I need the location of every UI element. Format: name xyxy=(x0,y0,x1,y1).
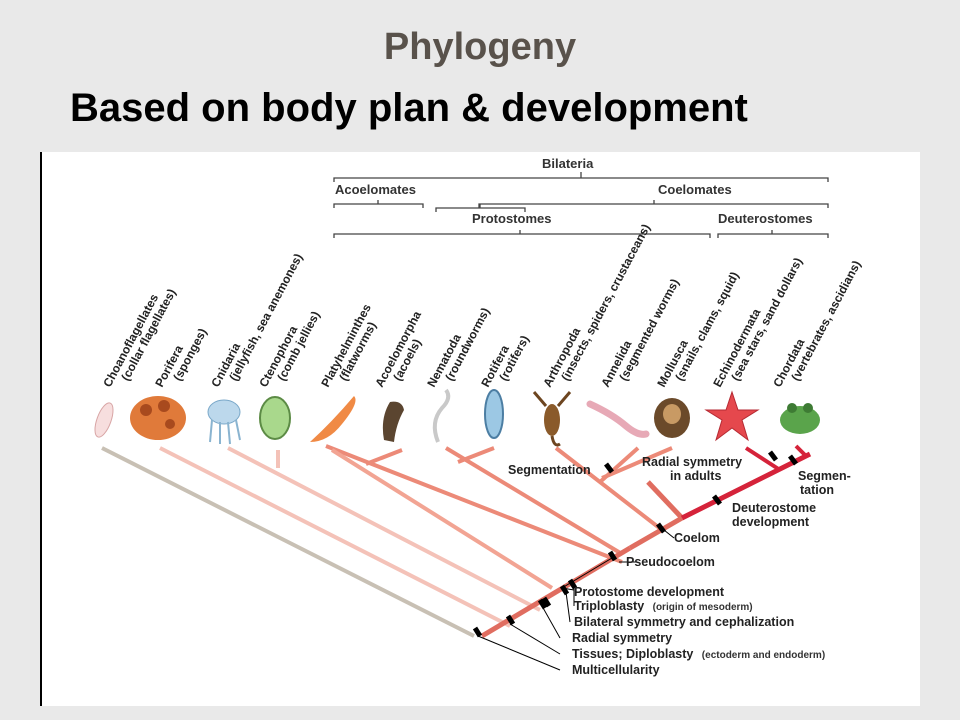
label-tissues: Tissues; Diploblasty (ectoderm and endod… xyxy=(572,645,825,662)
label-pseudocoelom: Pseudocoelom xyxy=(626,555,715,569)
label-deuterostome-2: development xyxy=(732,515,810,529)
sponge-icon xyxy=(130,396,186,440)
phylogeny-figure: Bilateria Acoelomates Coelomates Protost… xyxy=(40,152,920,706)
flatworm-icon xyxy=(310,396,356,442)
taxon-label: Porifera(sponges) xyxy=(152,320,209,396)
label-segmentation-protostome: Segmentation xyxy=(508,463,591,477)
label-acoelomates: Acoelomates xyxy=(335,182,416,197)
label-bilateral: Bilateral symmetry and cephalization xyxy=(574,615,794,629)
branch-cnidaria xyxy=(227,446,541,612)
slide-title: Phylogeny xyxy=(383,26,577,68)
label-radial-adults-2: in adults xyxy=(670,469,721,483)
branch-platyhelminthes xyxy=(325,444,623,564)
slide-subtitle: Based on body plan & development xyxy=(70,86,748,130)
acoel-icon xyxy=(382,401,404,442)
label-deuterostomes: Deuterostomes xyxy=(718,211,813,226)
branch-choanoflagellates xyxy=(101,446,475,638)
label-radial-adults-1: Radial symmetry xyxy=(642,455,742,469)
branch-deuterostomes xyxy=(680,451,812,521)
label-deuterostome-1: Deuterostome xyxy=(732,501,816,515)
sea-star-icon xyxy=(704,390,760,442)
comb-jelly-icon xyxy=(259,396,291,440)
label-protostome-development: Protostome development xyxy=(574,585,725,599)
branch-porifera xyxy=(159,446,511,628)
animal-icons xyxy=(94,388,820,447)
jellyfish-icon xyxy=(207,399,241,425)
label-bilateria: Bilateria xyxy=(542,156,594,171)
label-triploblasty: Triploblasty (origin of mesoderm) xyxy=(574,597,753,614)
roundworm-icon xyxy=(432,388,451,443)
branch-chordata xyxy=(794,444,808,458)
bracket-protostome-sub xyxy=(435,204,526,212)
bracket-deuterostomes xyxy=(717,230,829,238)
label-segmentation-chordate-2: tation xyxy=(800,483,834,497)
rotifer-icon xyxy=(484,389,504,439)
bracket-bilateria xyxy=(333,172,829,182)
choanoflagellate-icon xyxy=(94,402,114,438)
bracket-coelomates xyxy=(478,200,829,208)
phylogeny-tree: Bilateria Acoelomates Coelomates Protost… xyxy=(94,156,864,677)
branch-nematoda xyxy=(444,446,624,556)
branch-echinodermata xyxy=(744,446,782,472)
branch-arthropoda xyxy=(554,446,664,532)
label-protostomes: Protostomes xyxy=(472,211,551,226)
branch-mollusca xyxy=(601,446,673,480)
bracket-acoelomates xyxy=(333,200,424,208)
bracket-protostomes xyxy=(333,230,711,238)
label-radial-symmetry: Radial symmetry xyxy=(572,631,672,645)
taxon-common-name: (vertebrates, ascidians) xyxy=(788,258,863,383)
scorpion-icon xyxy=(532,391,572,447)
taxon-label: Rotifera(rotifers) xyxy=(478,327,532,396)
label-segmentation-chordate-1: Segmen- xyxy=(798,469,851,483)
segmented-worm-icon xyxy=(586,400,650,438)
label-coelom: Coelom xyxy=(674,531,720,545)
label-coelomates: Coelomates xyxy=(658,182,732,197)
frog-icon xyxy=(780,403,820,434)
label-multicellularity: Multicellularity xyxy=(572,663,660,677)
